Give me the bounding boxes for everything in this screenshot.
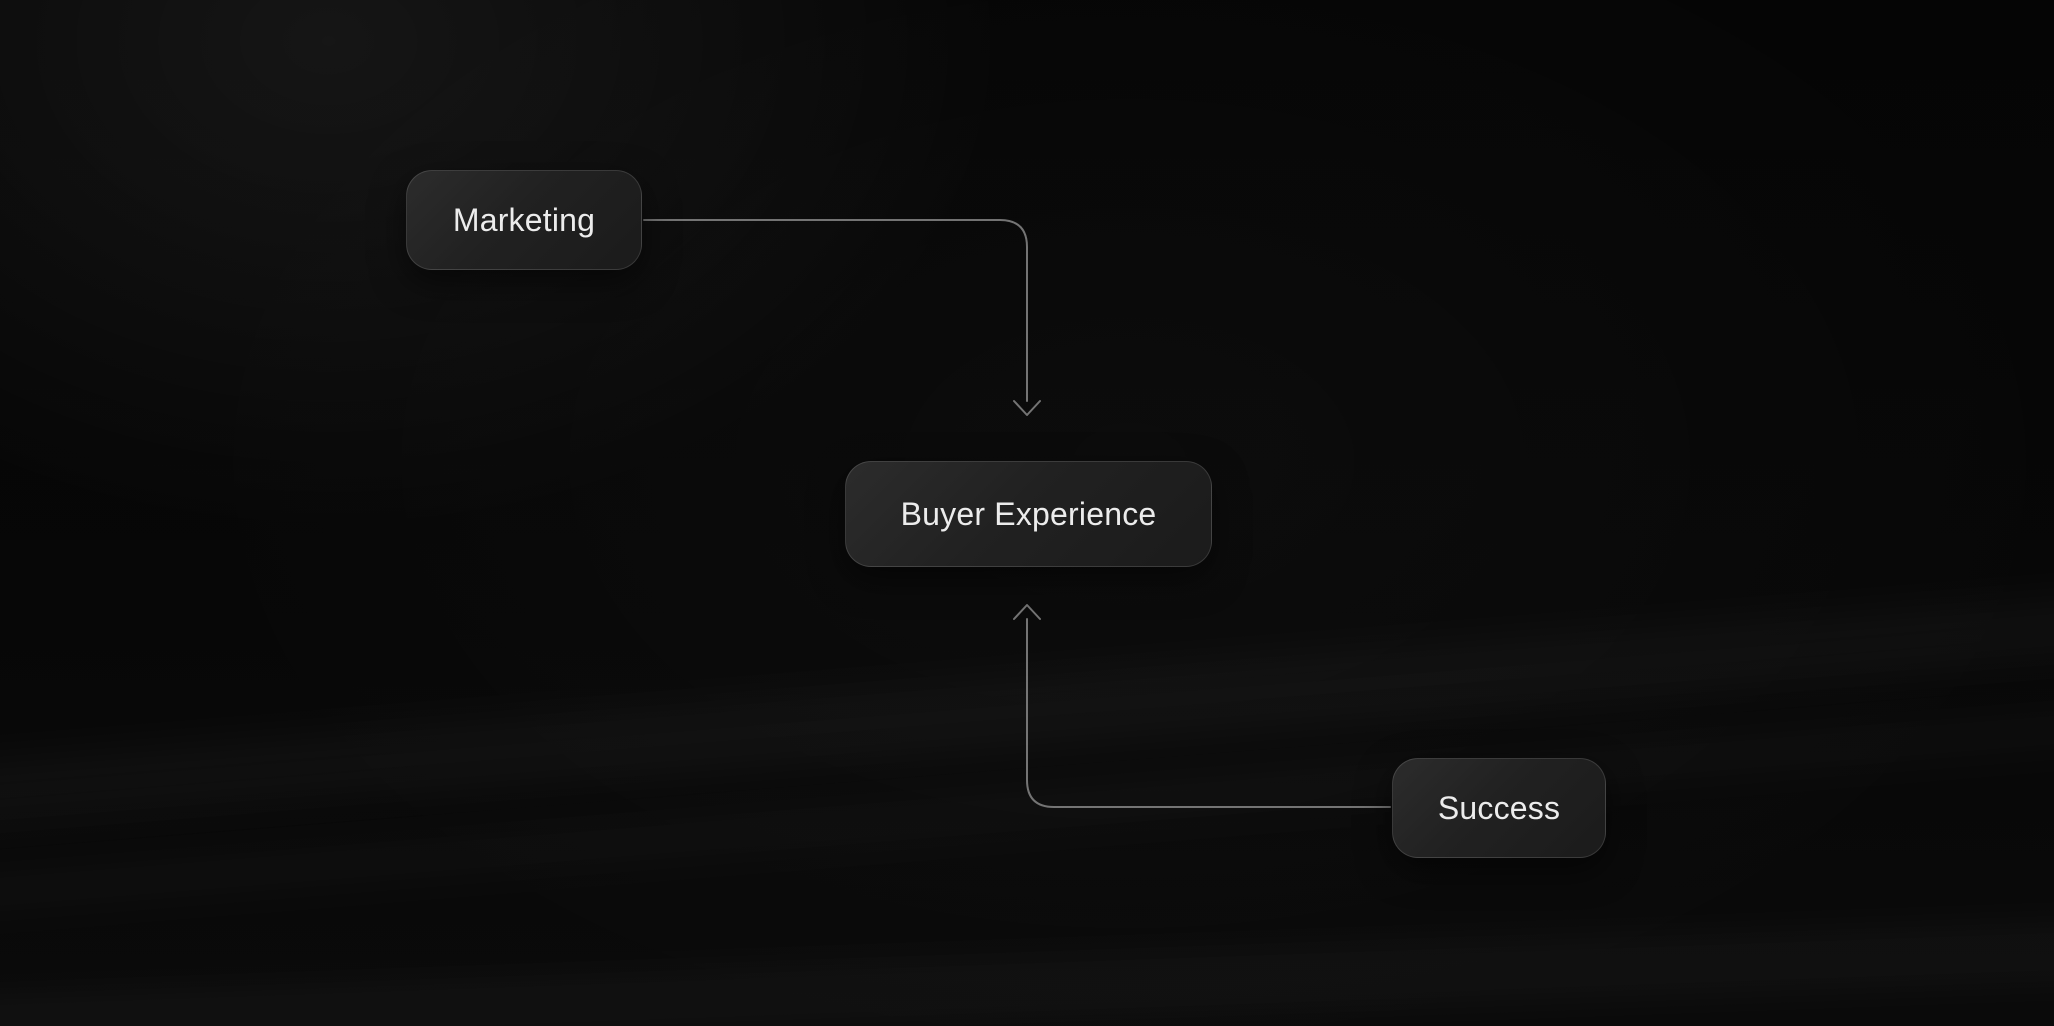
node-buyer-experience: Buyer Experience (845, 461, 1212, 567)
node-marketing: Marketing (406, 170, 642, 270)
node-success-label: Success (1437, 789, 1561, 826)
arrowhead-down-icon (1013, 400, 1041, 416)
connector-marketing-to-buyer-experience (643, 219, 1041, 416)
arrowhead-up-icon (1013, 604, 1041, 620)
node-success: Success (1392, 758, 1606, 858)
node-marketing-label: Marketing (452, 201, 596, 238)
node-buyer-experience-label: Buyer Experience (900, 495, 1157, 532)
connector-success-to-buyer-experience (1013, 604, 1391, 808)
